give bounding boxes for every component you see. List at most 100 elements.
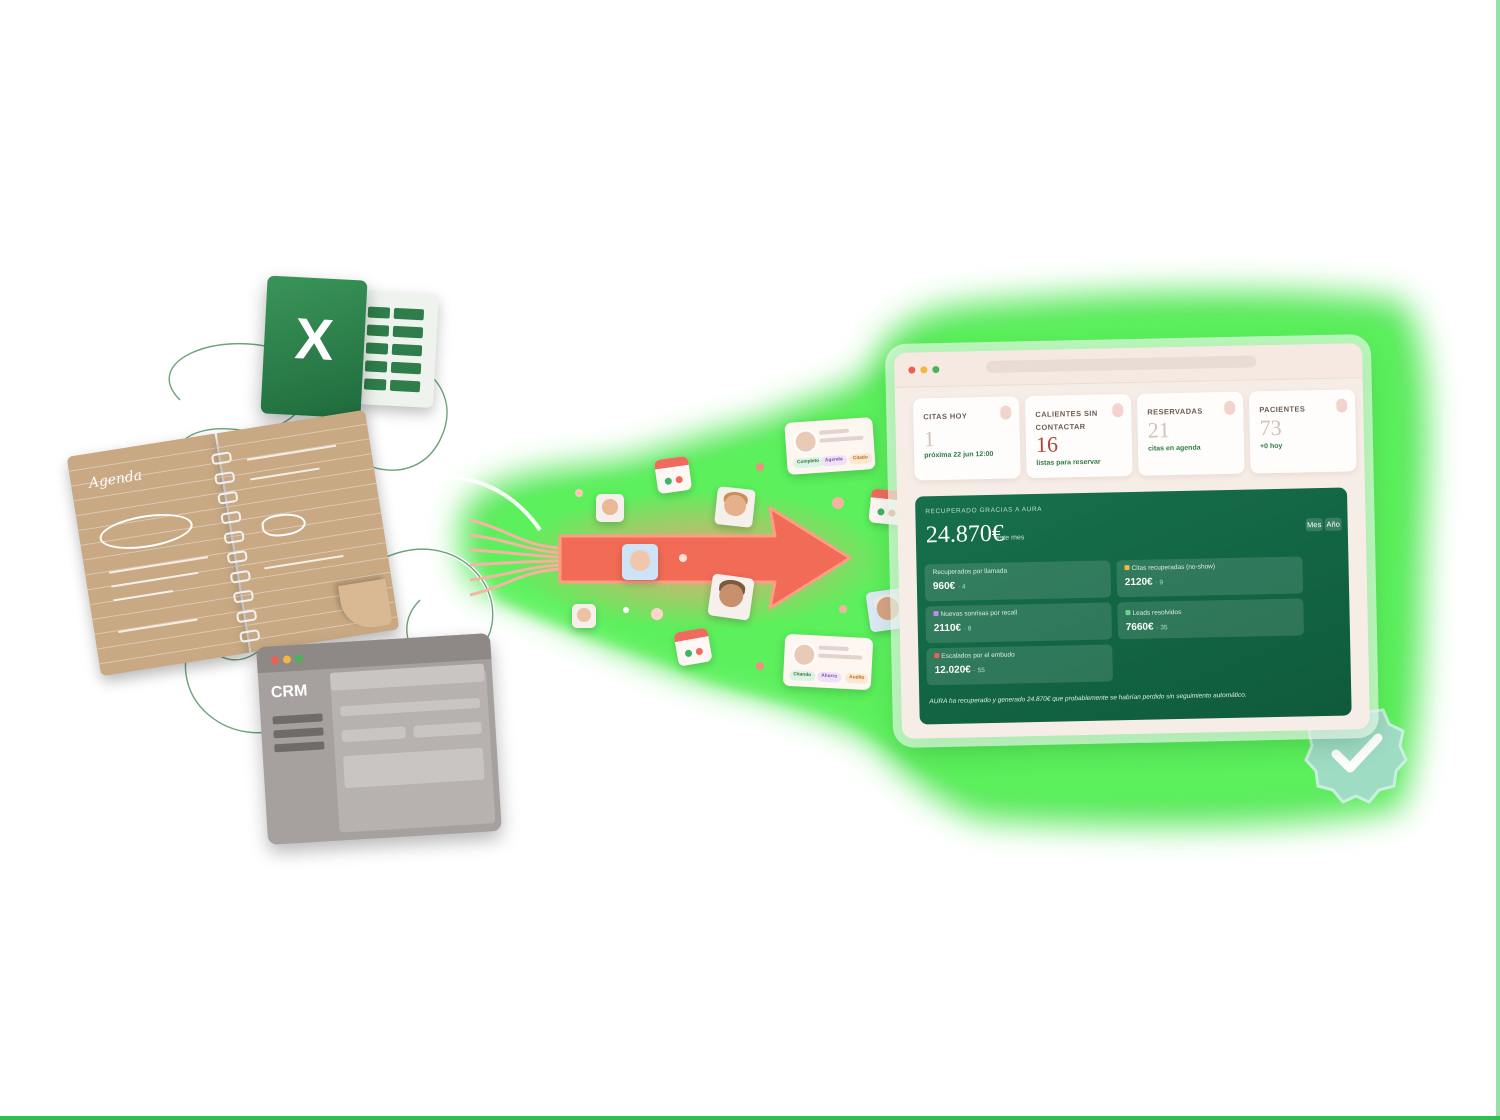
kpi-sub: +0 hoy [1259, 442, 1283, 451]
notebook-scribble [108, 556, 209, 574]
stat-citas-no-show[interactable]: Citas recuperadas (no-show) 2120€ · 9 [1116, 556, 1304, 598]
stat-escalados-embudo[interactable]: Escalados por el embudo 12.020€ · 55 [926, 644, 1113, 686]
text-line [818, 653, 863, 660]
notebook-scribble [118, 618, 198, 633]
kpi-card-calientes[interactable]: CALIENTES SIN CONTACTAR 16 listas para r… [1024, 393, 1133, 479]
tag-chip: Agenda [820, 454, 847, 467]
kpi-decor [1112, 403, 1124, 418]
kpi-decor [1000, 405, 1012, 420]
kpi-sub: listas para reservar [1036, 458, 1101, 467]
leaf-icon [1125, 610, 1131, 616]
stat-nuevas-sonrisas[interactable]: Nuevas sonrisas por recall 2110€ · 8 [925, 602, 1113, 644]
cell [365, 342, 389, 355]
patient-avatar [707, 573, 755, 621]
window-close-dot[interactable] [908, 366, 916, 374]
toggle-month[interactable]: Mes [1305, 518, 1323, 532]
stat-count: · 55 [973, 667, 985, 675]
crm-title: CRM [270, 682, 308, 702]
recovered-kicker: RECUPERADO GRACIAS A AURA [925, 505, 1043, 516]
tag-chip: Audito [844, 672, 869, 685]
stat-value: 960€ · 4 [932, 580, 966, 593]
stat-label: Escalados por el embudo [934, 651, 1015, 660]
stat-count: · 8 [963, 625, 972, 633]
kpi-card-citas-hoy[interactable]: CITAS HOY 1 próxima 22 jun 12:00 [912, 396, 1021, 481]
cell [367, 306, 391, 319]
kpi-sub: próxima 22 jun 12:00 [924, 450, 994, 460]
crm-field [329, 663, 485, 691]
stat-label: Leads resolvidos [1125, 609, 1181, 617]
crm-field [342, 747, 485, 789]
kpi-card-reservadas[interactable]: RESERVADAS 21 citas en agenda [1136, 391, 1245, 476]
kpi-sub: citas en agenda [1148, 444, 1201, 453]
stat-value: 7660€ · 35 [1125, 621, 1168, 634]
crm-nav-bar [273, 727, 324, 739]
stat-label: Recuperados por llamada [932, 567, 1008, 577]
stat-label: Citas recuperadas (no-show) [1124, 563, 1215, 572]
aura-dashboard-window: CITAS HOY 1 próxima 22 jun 12:00 CALIENT… [894, 343, 1370, 739]
bottom-line [0, 1116, 1500, 1120]
stat-recuperados-llamada[interactable]: Recuperados por llamada 960€ · 4 [924, 560, 1112, 602]
crm-field [341, 726, 407, 743]
patient-card-top: Completo Agenda Citado [784, 416, 876, 476]
window-maximize-dot[interactable] [932, 365, 940, 374]
text-line [819, 435, 864, 443]
excel-icon: X [260, 275, 368, 419]
text-line [818, 645, 849, 652]
recovered-period: este mes [995, 534, 1025, 542]
tag-chip: Completo [792, 456, 824, 469]
kpi-label: CITAS HOY [923, 411, 968, 422]
stat-value: 12.020€ · 55 [934, 664, 985, 677]
stat-leads-resolvidos[interactable]: Leads resolvidos 7660€ · 35 [1117, 598, 1305, 640]
kpi-label: CALIENTES SIN CONTACTAR [1035, 408, 1098, 432]
patient-card-bottom: Citando Ahorro Audito [782, 633, 874, 691]
cell [393, 307, 425, 321]
kpi-card-pacientes[interactable]: PACIENTES 73 +0 hoy [1248, 389, 1357, 474]
kpi-value: 73 [1259, 414, 1282, 441]
calendar-icon [673, 627, 713, 667]
cell [363, 378, 387, 391]
stat-label: Nuevas sonrisas por recall [933, 609, 1017, 618]
recovered-panel: RECUPERADO GRACIAS A AURA 24.870€ este m… [915, 487, 1352, 725]
patient-avatar [622, 544, 658, 580]
patient-avatar [792, 428, 819, 455]
crm-close-dot [270, 655, 280, 665]
notebook-scribble [264, 554, 344, 570]
window-minimize-dot[interactable] [920, 366, 928, 374]
kpi-decor [1336, 398, 1348, 413]
kpi-value: 1 [923, 426, 936, 452]
notebook-icon: Agenda [66, 409, 400, 677]
patient-avatar [714, 486, 756, 528]
stat-value: 2120€ · 9 [1124, 576, 1164, 589]
cell [389, 379, 421, 393]
crm-window-icon: CRM [256, 633, 502, 845]
crm-nav-bar [274, 741, 325, 753]
recovered-amount: 24.870€ [925, 520, 1005, 549]
notebook-scribble [113, 590, 173, 602]
notebook-doodle-circle [97, 508, 196, 555]
toggle-year[interactable]: Año [1324, 517, 1342, 531]
cell [392, 325, 424, 339]
notebook-title: Agenda [87, 467, 144, 492]
recovered-footnote: AURA ha recuperado y generado 24.870€ qu… [929, 691, 1247, 706]
cell [366, 324, 390, 337]
tag-chip: Ahorro [816, 671, 842, 683]
funnel-icon [934, 653, 940, 659]
text-line [818, 428, 850, 435]
notebook-doodle [260, 510, 308, 540]
crm-content [329, 663, 496, 833]
cell [364, 360, 388, 373]
right-line [1496, 0, 1500, 1120]
crm-min-dot [282, 655, 292, 664]
sparkle-icon [933, 611, 939, 617]
notebook-scribble [111, 571, 199, 588]
crm-field [413, 721, 482, 738]
address-bar[interactable] [986, 355, 1257, 374]
stat-count: · 9 [1155, 579, 1164, 587]
calendar-icon [1124, 565, 1130, 571]
notebook-scribble [246, 444, 337, 461]
crm-max-dot [294, 654, 304, 663]
tag-chip: Citado [848, 453, 873, 465]
notebook-scribble [250, 467, 320, 481]
kpi-value: 16 [1035, 431, 1059, 457]
stat-value: 2110€ · 8 [933, 622, 972, 635]
